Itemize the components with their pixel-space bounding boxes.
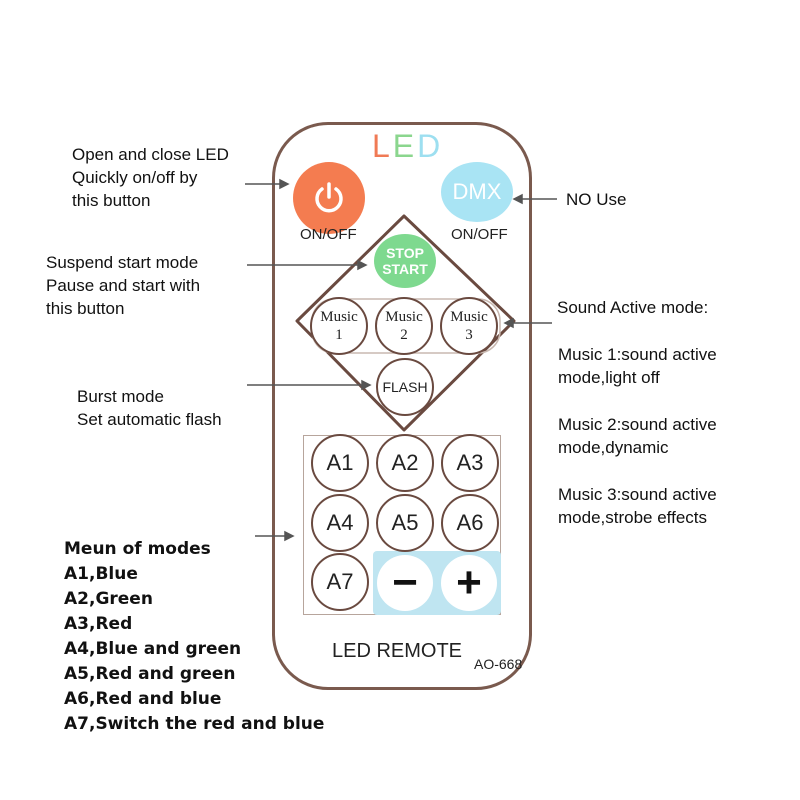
music-2-number: 2 [400,327,408,343]
mode-a6-button[interactable]: A6 [441,494,499,552]
music-1-annotation: Music 1:sound active mode,light off [558,345,717,387]
mode-a3-button[interactable]: A3 [441,434,499,492]
mode-a7-button[interactable]: A7 [311,553,369,611]
mode-item: A1,Blue [64,564,138,584]
mode-a2-button[interactable]: A2 [376,434,434,492]
dmx-button[interactable]: DMX [441,162,513,222]
music-3-annotation: Music 3:sound active mode,strobe effects [558,485,717,527]
remote-name: LED REMOTE [332,640,463,662]
power-label: ON/OFF [300,226,357,243]
callout-arrows [245,178,557,542]
dmx-annotation: NO Use [566,190,627,209]
music-3-number: 3 [465,327,473,343]
stop-annotation: Suspend start mode Pause and start with … [46,253,201,318]
mode-a1-button[interactable]: A1 [311,434,369,492]
music-3-button[interactable]: Music 3 [440,297,498,355]
music-2-text: Music [385,309,423,325]
stop-text: STOP [386,245,424,261]
led-brand-title: LED [372,128,443,165]
flash-annotation: Burst mode Set automatic flash [77,387,222,429]
mode-item: A2,Green [64,589,153,609]
music-1-text: Music [320,309,358,325]
music-1-number: 1 [335,327,343,343]
mode-item: A4,Blue and green [64,639,242,659]
dmx-label: ON/OFF [451,226,508,243]
power-icon [315,182,343,213]
mode-a4-button[interactable]: A4 [311,494,369,552]
brand-letter-l: L [372,128,393,164]
start-text: START [382,261,428,277]
power-button[interactable] [293,162,365,234]
flash-button[interactable]: FLASH [376,358,434,416]
music-2-button[interactable]: Music 2 [375,297,433,355]
minus-button[interactable]: − [377,555,433,611]
mode-item: A6,Red and blue [64,689,222,709]
mode-item: A7,Switch the red and blue [64,714,325,734]
mode-item: A3,Red [64,614,133,634]
plus-button[interactable]: + [441,555,497,611]
power-annotation: Open and close LED Quickly on/off by thi… [72,145,229,210]
music-1-button[interactable]: Music 1 [310,297,368,355]
brand-letter-e: E [392,128,418,164]
brand-letter-d: D [417,128,444,164]
sound-mode-title: Sound Active mode: [557,298,709,317]
mode-a5-button[interactable]: A5 [376,494,434,552]
music-3-text: Music [450,309,488,325]
modes-menu: Meun of modes A1,Blue A2,Green A3,Red A4… [64,537,324,737]
modes-menu-title: Meun of modes [64,539,211,559]
music-2-annotation: Music 2:sound active mode,dynamic [558,415,717,457]
stop-start-button[interactable]: STOP START [374,234,436,288]
model-number: AO-668 [474,656,523,672]
mode-item: A5,Red and green [64,664,236,684]
